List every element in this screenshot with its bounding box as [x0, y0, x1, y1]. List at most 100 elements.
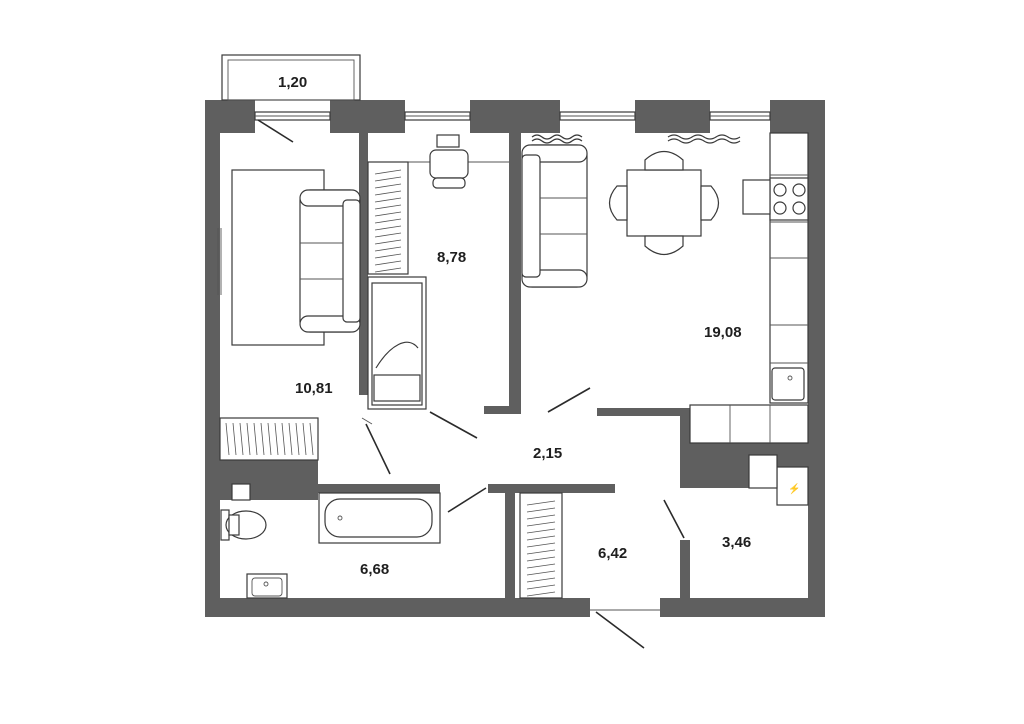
hatch-line — [526, 507, 556, 513]
hatch-line — [288, 422, 293, 456]
kitchen-door — [547, 387, 591, 413]
curtain-left — [531, 134, 583, 140]
storage-door — [663, 499, 685, 539]
wall-bottom-right — [660, 598, 825, 617]
curtain-right — [667, 134, 741, 140]
label-bedroom: 8,78 — [437, 249, 466, 266]
wall-utility-left — [680, 408, 690, 488]
label-utility: 3,46 — [722, 534, 751, 551]
wardrobe-storage — [519, 492, 563, 599]
wardrobe-living — [219, 417, 319, 461]
utility-furniture: ⚡ — [748, 454, 809, 506]
bathroom-door — [447, 487, 487, 513]
wall-left — [205, 100, 220, 617]
hatch-line — [374, 260, 402, 266]
hatch-line — [526, 584, 556, 590]
wall-right — [808, 100, 825, 617]
bathroom-furniture — [220, 483, 441, 599]
living-room-furniture — [219, 169, 361, 461]
hatch-line — [374, 211, 402, 217]
lower-cabinets — [689, 404, 809, 444]
hatch-line — [374, 197, 402, 203]
wall-top-4 — [635, 100, 710, 133]
burner-4 — [792, 201, 806, 215]
hatch-line — [246, 422, 251, 456]
chair-bottom — [644, 235, 684, 256]
wall-utility-divider — [680, 540, 690, 598]
windows — [217, 111, 771, 295]
hatch-line — [526, 528, 556, 534]
office-chair — [429, 149, 469, 179]
hatch-line — [374, 246, 402, 252]
label-hallway: 2,15 — [533, 445, 562, 462]
chair-right — [700, 185, 720, 221]
hatch-line — [526, 570, 556, 576]
kitchen-furniture — [521, 132, 809, 444]
electrical-panel — [776, 466, 809, 506]
hatch-line — [374, 183, 402, 189]
balcony-door — [257, 119, 294, 143]
burner-2 — [792, 183, 806, 197]
hatch-line — [526, 556, 556, 562]
hatch-line — [374, 204, 402, 210]
wall-bedroom-stub — [484, 406, 521, 414]
hatch-line — [374, 232, 402, 238]
wardrobe-bedroom — [367, 161, 409, 275]
hatch-line — [274, 422, 279, 456]
hatch-line — [239, 422, 244, 456]
hatch-line — [526, 549, 556, 555]
hatch-line — [302, 422, 307, 456]
kitchen-sink — [771, 367, 805, 401]
wall-bedroom-kitchen — [509, 133, 521, 413]
entrance-door — [595, 611, 645, 649]
hatch-line — [526, 577, 556, 583]
label-bathroom: 6,68 — [360, 561, 389, 578]
kitchen-counter — [769, 132, 809, 404]
wall-bath-top-2 — [318, 484, 440, 493]
wall-living-bedroom — [359, 133, 368, 395]
hatch-line — [374, 218, 402, 224]
living-wardrobe-hatch — [225, 422, 314, 456]
living-door — [365, 423, 391, 475]
burner-3 — [773, 201, 787, 215]
hatch-line — [374, 176, 402, 182]
washer — [231, 483, 251, 501]
hatch-line — [295, 422, 300, 456]
wall-hall-storage — [488, 484, 615, 493]
wall-kitchen-bottom — [597, 408, 687, 416]
hatch-line — [232, 422, 237, 456]
bedroom-wardrobe-hatch — [374, 169, 402, 273]
label-balcony: 1,20 — [278, 74, 307, 91]
hatch-line — [281, 422, 286, 456]
chair-top — [644, 150, 684, 171]
hatch-line — [526, 500, 556, 506]
storage-wardrobe-hatch — [526, 500, 556, 597]
hatch-line — [526, 514, 556, 520]
hatch-line — [526, 542, 556, 548]
hatch-line — [374, 239, 402, 245]
hatch-line — [374, 190, 402, 196]
wall-bath-storage — [505, 484, 515, 598]
bedroom-furniture — [367, 134, 509, 410]
hatch-line — [526, 563, 556, 569]
label-living-room: 10,81 — [295, 380, 333, 397]
hatch-line — [526, 521, 556, 527]
label-storage: 6,42 — [598, 545, 627, 562]
burner-1 — [773, 183, 787, 197]
hatch-line — [374, 267, 402, 273]
hatch-line — [260, 422, 265, 456]
hatch-line — [374, 253, 402, 259]
wall-top-2 — [330, 100, 405, 133]
storage-furniture — [519, 492, 563, 599]
label-kitchen-living: 19,08 — [704, 324, 742, 341]
hatch-line — [309, 422, 314, 456]
hatch-line — [526, 535, 556, 541]
hatch-line — [526, 591, 556, 597]
oven-side — [742, 179, 771, 215]
desk — [436, 134, 460, 148]
bedroom-door — [429, 411, 478, 439]
wall-top-3 — [470, 100, 560, 133]
hatch-line — [267, 422, 272, 456]
dining-table — [626, 169, 702, 237]
